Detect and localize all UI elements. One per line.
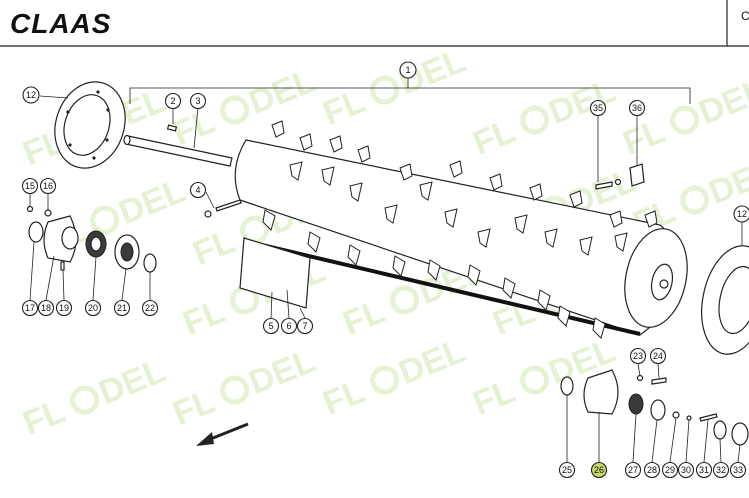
callout-31: 31 (695, 461, 713, 479)
svg-text:FL: FL (188, 222, 241, 273)
svg-text:3: 3 (195, 96, 200, 106)
svg-text:33: 33 (733, 465, 743, 475)
claas-logo: CLAAS (10, 8, 111, 39)
svg-text:27: 27 (628, 465, 638, 475)
svg-text:4: 4 (195, 185, 200, 195)
svg-text:FL: FL (178, 292, 231, 343)
callout-33: 33 (729, 461, 747, 479)
callout-20: 20 (84, 299, 102, 317)
svg-text:FL: FL (618, 112, 671, 163)
svg-text:DEL: DEL (544, 71, 621, 132)
callout-28: 28 (643, 461, 661, 479)
svg-text:19: 19 (59, 303, 69, 313)
svg-text:DEL: DEL (704, 151, 749, 212)
svg-text:FL: FL (18, 392, 71, 443)
callout-29: 29 (661, 461, 679, 479)
svg-text:DEL: DEL (94, 351, 171, 412)
callout-21: 21 (113, 299, 131, 317)
callout-27: 27 (624, 461, 642, 479)
svg-text:DEL: DEL (114, 171, 191, 232)
disc-flange-right (701, 245, 749, 355)
direction-arrow-icon (196, 422, 249, 446)
svg-text:6: 6 (286, 321, 291, 331)
svg-text:16: 16 (43, 181, 53, 191)
svg-text:29: 29 (665, 465, 675, 475)
svg-text:FL: FL (468, 112, 521, 163)
svg-text:23: 23 (633, 351, 643, 361)
svg-text:DEL: DEL (244, 341, 321, 402)
svg-text:12: 12 (737, 209, 747, 219)
callout-23: 23 (629, 347, 647, 365)
svg-text:20: 20 (88, 303, 98, 313)
callout-26-highlighted: 26 (590, 461, 608, 479)
svg-text:22: 22 (145, 303, 155, 313)
callout-17: 17 (21, 299, 39, 317)
svg-text:28: 28 (647, 465, 657, 475)
shaft (123, 124, 233, 167)
callout-16: 16 (39, 177, 57, 195)
callout-3: 3 (189, 92, 207, 110)
svg-text:24: 24 (653, 351, 663, 361)
svg-text:21: 21 (117, 303, 127, 313)
svg-text:32: 32 (716, 465, 726, 475)
svg-text:26: 26 (594, 465, 604, 475)
svg-text:25: 25 (562, 465, 572, 475)
callout-25: 25 (558, 461, 576, 479)
svg-text:17: 17 (25, 303, 35, 313)
rotor-teeth (262, 120, 658, 339)
rotor-drum (234, 120, 688, 339)
callout-12-left: 12 (22, 86, 40, 104)
callout-4: 4 (189, 181, 207, 199)
svg-text:7: 7 (302, 321, 307, 331)
bolt-and-nut (204, 199, 242, 218)
callout-32: 32 (712, 461, 730, 479)
svg-text:FL: FL (168, 382, 221, 433)
callout-15: 15 (21, 177, 39, 195)
svg-text:FL: FL (318, 82, 371, 133)
svg-text:FL: FL (338, 292, 391, 343)
svg-text:DEL: DEL (694, 71, 749, 132)
svg-text:DEL: DEL (244, 61, 321, 122)
callout-19: 19 (55, 299, 73, 317)
callout-2: 2 (164, 92, 182, 110)
svg-text:30: 30 (681, 465, 691, 475)
assembly-bracket (129, 78, 691, 104)
callout-35: 35 (589, 99, 607, 117)
callout-18: 18 (37, 299, 55, 317)
leader-lines (29, 95, 743, 463)
svg-text:2: 2 (170, 96, 175, 106)
callout-5: 5 (262, 317, 280, 335)
svg-text:15: 15 (25, 181, 35, 191)
top-bolt-parts (595, 163, 645, 190)
right-hub-assembly (560, 369, 749, 446)
corner-letter: C (741, 9, 749, 23)
svg-text:FL: FL (468, 372, 521, 423)
callout-30: 30 (677, 461, 695, 479)
logo-text: CLAAS (10, 8, 111, 39)
svg-text:12: 12 (26, 90, 36, 100)
callout-24: 24 (649, 347, 667, 365)
svg-text:5: 5 (268, 321, 273, 331)
svg-text:31: 31 (699, 465, 709, 475)
svg-text:18: 18 (41, 303, 51, 313)
svg-text:DEL: DEL (394, 331, 471, 392)
callout-36: 36 (628, 99, 646, 117)
callouts: 1 2 3 4 5 6 7 12 12 15 16 17 18 19 20 21… (21, 61, 749, 479)
disc-flange-left (54, 81, 126, 169)
svg-text:1: 1 (405, 65, 410, 75)
callout-7: 7 (296, 317, 314, 335)
callout-22: 22 (141, 299, 159, 317)
cover-plate (239, 237, 311, 309)
svg-text:36: 36 (632, 103, 642, 113)
svg-text:FL: FL (318, 372, 371, 423)
left-hub-assembly (26, 205, 157, 273)
svg-text:35: 35 (593, 103, 603, 113)
callout-6: 6 (280, 317, 298, 335)
callout-1: 1 (399, 61, 417, 79)
callout-12-right: 12 (733, 205, 749, 223)
